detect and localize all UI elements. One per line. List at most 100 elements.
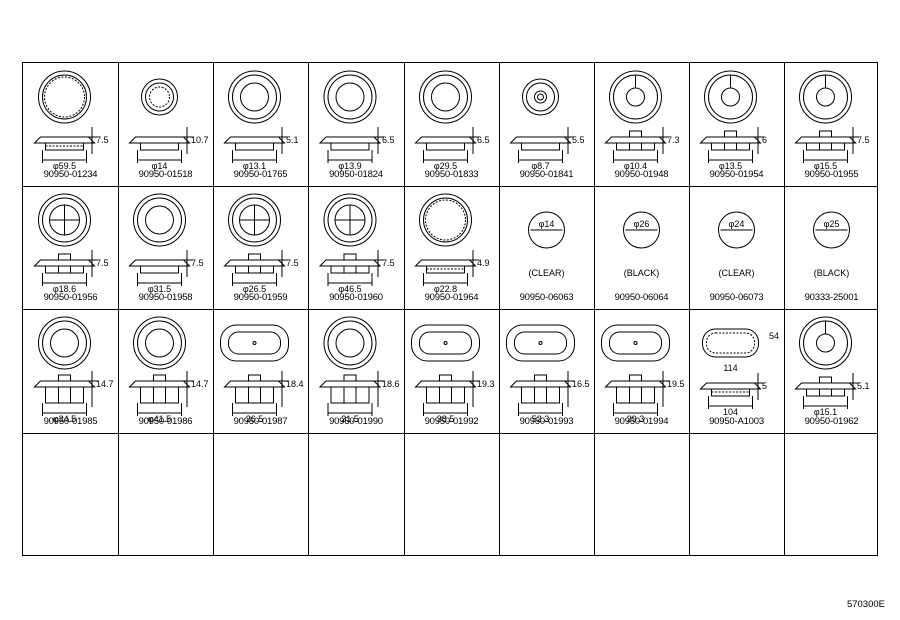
empty-cell: [213, 433, 308, 557]
height-label: 10.7: [191, 135, 209, 145]
grommet-top-view: [228, 193, 281, 247]
part-drawing: 5.1 φ13.1: [223, 70, 299, 171]
grommet-top-view: [601, 324, 670, 362]
diameter-label: φ10.4: [624, 161, 647, 171]
part-cell: φ25(BLACK)90333-25001: [784, 186, 879, 309]
sticker-outline: [623, 211, 660, 249]
part-drawing: 19.3 38.5: [411, 324, 495, 424]
height-label: 19.3: [477, 379, 495, 389]
part-number: 90950-01824: [329, 169, 383, 180]
diameter-label: φ15.1: [814, 407, 837, 417]
grommet-top-view: [141, 78, 178, 116]
empty-cell: [784, 433, 879, 557]
diameter-label: φ8.7: [531, 161, 549, 171]
diameter-label: φ29.5: [434, 161, 457, 171]
grommet-top-view: [38, 70, 91, 124]
grommet-side-view: [794, 376, 857, 397]
grommet-side-view: [699, 130, 762, 151]
grommet-side-view: [223, 253, 286, 274]
part-drawing: φ14(CLEAR): [528, 211, 565, 278]
grommet-top-view: [323, 193, 377, 247]
height-label: 5.1: [857, 381, 870, 391]
part-drawing: 18.621.5: [318, 316, 400, 424]
diameter-label: 38.5: [437, 414, 455, 424]
height-label: 7.5: [286, 258, 299, 268]
part-number: 90950-01962: [804, 416, 859, 427]
diameter-label: φ26.5: [243, 284, 266, 294]
part-number: 90950-01985: [43, 416, 98, 427]
height-label: 5.1: [286, 135, 299, 145]
empty-cell: [499, 433, 594, 557]
part-number: 90950-A1003: [709, 416, 764, 427]
grommet-side-view: [318, 253, 382, 274]
empty-cell: [404, 433, 499, 557]
part-drawing: 5.1 φ15.1: [794, 316, 870, 417]
diameter-label: φ13.9: [338, 161, 361, 171]
diameter-label: φ25: [824, 219, 840, 229]
diameter-label: φ15.5: [814, 161, 837, 171]
grommet-side-view: [604, 374, 667, 404]
diagram-code: 570300E: [846, 599, 885, 610]
height-label: 18.6: [382, 379, 400, 389]
height-label: 7.5: [96, 135, 109, 145]
height-label: 6.5: [477, 135, 490, 145]
empty-cell: [594, 433, 689, 557]
part-cell: φ14(CLEAR)90950-06063: [499, 186, 594, 309]
part-drawing: φ25(BLACK): [813, 211, 850, 278]
part-drawing: 18.4 26.5: [220, 324, 304, 424]
grommet-top-view: [419, 70, 472, 124]
part-number: 90950-01955: [804, 169, 859, 180]
diameter-label: 26.5: [246, 414, 264, 424]
part-number: 90950-01234: [43, 169, 98, 180]
color-note: (CLEAR): [528, 268, 564, 278]
grid-row-divider: [23, 309, 877, 310]
grommet-side-view: [509, 374, 572, 404]
grommet-side-view: [414, 136, 477, 151]
diameter-label: φ41.5: [148, 414, 171, 424]
grommet-side-view: [33, 136, 96, 151]
diameter-label: φ13.1: [243, 161, 266, 171]
empty-cell: [308, 433, 404, 557]
height-label: 18.4: [286, 379, 304, 389]
height-label: 14.7: [96, 379, 114, 389]
diameter-label: 29.3: [627, 414, 645, 424]
height-label: 4.9: [477, 258, 490, 268]
height-label: 7.5: [191, 258, 204, 268]
grommet-top-view: [506, 324, 575, 362]
diameter-label: φ24: [729, 219, 745, 229]
grommet-side-view: [128, 374, 191, 404]
grommet-side-view: [33, 253, 96, 274]
grommet-top-view: [38, 193, 91, 247]
grommet-side-view: [414, 259, 477, 274]
diameter-label: φ34.5: [53, 414, 76, 424]
grommet-side-view: [414, 374, 477, 404]
part-number: 90950-01765: [233, 169, 288, 180]
part-drawing: φ24(CLEAR): [718, 211, 755, 278]
part-number: 90950-06064: [614, 292, 669, 303]
depth-label: 54: [769, 331, 779, 341]
part-drawing: 7.5 φ26.5: [223, 193, 299, 294]
diameter-label: 104: [723, 407, 738, 417]
grommet-side-view: [223, 136, 286, 151]
height-label: 7.5: [382, 258, 395, 268]
part-number: 90950-01833: [424, 169, 479, 180]
color-note: (BLACK): [624, 268, 660, 278]
grommet-top-view: [220, 324, 289, 362]
part-number: 90950-01954: [709, 169, 764, 180]
grommet-top-view: [133, 193, 186, 247]
